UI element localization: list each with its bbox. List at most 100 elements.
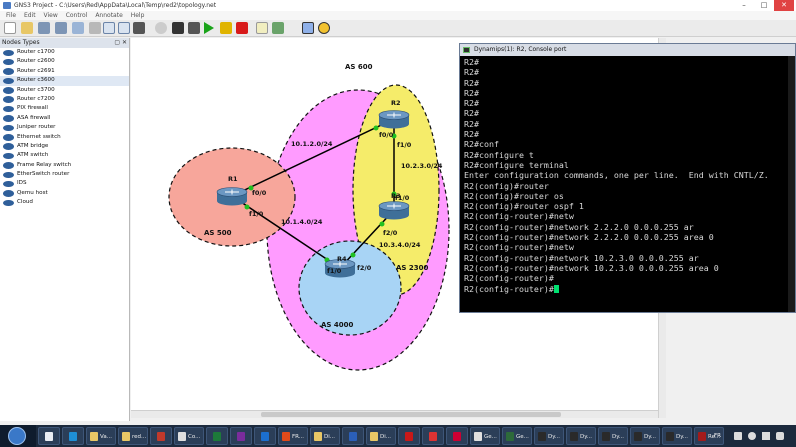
export-icon[interactable] bbox=[89, 22, 101, 34]
node-type-item[interactable]: ASA firewall bbox=[0, 114, 129, 123]
taskbar-app-button[interactable]: red... bbox=[118, 427, 148, 445]
taskbar-app-button[interactable]: Di... bbox=[366, 427, 396, 445]
taskbar-app-button[interactable]: Dy... bbox=[598, 427, 628, 445]
network-icon[interactable] bbox=[734, 432, 742, 440]
menu-edit[interactable]: Edit bbox=[23, 12, 36, 19]
console-scrollbar[interactable] bbox=[788, 56, 795, 312]
taskbar-app-button[interactable]: Co... bbox=[174, 427, 204, 445]
open-icon[interactable] bbox=[21, 22, 33, 34]
new-icon[interactable] bbox=[4, 22, 16, 34]
router-r2-icon[interactable] bbox=[378, 110, 410, 129]
history-icon[interactable] bbox=[155, 22, 167, 34]
node-type-item[interactable]: Router c2600 bbox=[0, 57, 129, 66]
taskbar-app-button[interactable]: Dy... bbox=[630, 427, 660, 445]
console-line: R2(config)#router os bbox=[464, 190, 564, 201]
scrollbar-thumb[interactable] bbox=[261, 412, 561, 417]
taskbar-app-button[interactable] bbox=[422, 427, 444, 445]
node-type-item[interactable]: Qemu host bbox=[0, 189, 129, 198]
node-type-item[interactable]: ATM switch bbox=[0, 151, 129, 160]
language-indicator[interactable]: FR bbox=[714, 433, 721, 439]
menu-control[interactable]: Control bbox=[65, 12, 88, 19]
taskbar-app-button[interactable] bbox=[150, 427, 172, 445]
taskbar-app-button[interactable] bbox=[206, 427, 228, 445]
minimize-button[interactable]: – bbox=[742, 1, 746, 9]
taskbar-app-label: Di... bbox=[324, 434, 336, 440]
dock-controls[interactable]: ▢ ✕ bbox=[114, 39, 127, 46]
taskbar-app-button[interactable]: Re... bbox=[694, 427, 724, 445]
canvas-horizontal-scrollbar[interactable] bbox=[131, 410, 658, 418]
taskbar-app-button[interactable]: Ge... bbox=[470, 427, 500, 445]
area-as4000[interactable] bbox=[298, 240, 402, 336]
link-status-dot bbox=[373, 125, 379, 131]
app-icon bbox=[570, 432, 578, 441]
snapshot-icon[interactable] bbox=[72, 22, 84, 34]
node-type-item[interactable]: IDS bbox=[0, 179, 129, 188]
taskbar-app-button[interactable] bbox=[38, 427, 60, 445]
flag-icon[interactable] bbox=[762, 432, 770, 440]
node-type-item[interactable]: Ethernet switch bbox=[0, 133, 129, 142]
node-type-item[interactable]: Frame Relay switch bbox=[0, 161, 129, 170]
node-type-item[interactable]: Juniper router bbox=[0, 123, 129, 132]
add-link-icon[interactable] bbox=[133, 22, 145, 34]
taskbar-app-button[interactable] bbox=[446, 427, 468, 445]
link-r3-r4[interactable] bbox=[339, 209, 395, 269]
node-type-item[interactable]: Router c2691 bbox=[0, 67, 129, 76]
note-icon[interactable] bbox=[256, 22, 268, 34]
taskbar-app-button[interactable]: Ge... bbox=[502, 427, 532, 445]
taskbar-app-button[interactable]: FR... bbox=[278, 427, 308, 445]
router-r4-icon[interactable] bbox=[324, 259, 356, 278]
taskbar-app-button[interactable] bbox=[62, 427, 84, 445]
stop-icon[interactable] bbox=[236, 22, 248, 34]
telnet-all-icon[interactable] bbox=[188, 22, 200, 34]
taskbar-app-button[interactable]: Dy... bbox=[662, 427, 692, 445]
taskbar-app-button[interactable] bbox=[254, 427, 276, 445]
close-button[interactable]: ✕ bbox=[774, 0, 794, 11]
menu-annotate[interactable]: Annotate bbox=[95, 12, 123, 19]
show-interfaces-icon[interactable] bbox=[118, 22, 130, 34]
taskbar-app-button[interactable] bbox=[342, 427, 364, 445]
taskbar-app-button[interactable] bbox=[230, 427, 252, 445]
show-names-icon[interactable] bbox=[103, 22, 115, 34]
clock-icon[interactable] bbox=[776, 432, 784, 440]
node-type-item[interactable]: Router c1700 bbox=[0, 48, 129, 57]
taskbar-app-button[interactable]: Va... bbox=[86, 427, 116, 445]
node-type-label: Cloud bbox=[17, 199, 33, 206]
save-icon[interactable] bbox=[38, 22, 50, 34]
ellipse-icon[interactable] bbox=[318, 22, 330, 34]
node-type-item[interactable]: ATM bridge bbox=[0, 142, 129, 151]
console-prompt-line[interactable]: R2(config-router)# bbox=[464, 284, 769, 294]
image-icon[interactable] bbox=[272, 22, 284, 34]
topology-svg[interactable]: AS 600 AS 2300 AS 500 AS 4000 R1 R2 R3 R… bbox=[131, 38, 666, 410]
gns3-app-icon bbox=[3, 2, 11, 9]
volume-icon[interactable] bbox=[748, 432, 756, 440]
node-type-item[interactable]: Router c3600 bbox=[0, 76, 129, 86]
console-icon[interactable] bbox=[172, 22, 184, 34]
start-icon[interactable] bbox=[204, 22, 214, 34]
link-r1-r4[interactable] bbox=[231, 195, 341, 269]
node-type-item[interactable]: PIX firewall bbox=[0, 104, 129, 113]
console-window[interactable]: Dynamips(1): R2, Console port R2#R2#R2#R… bbox=[459, 43, 796, 313]
save-as-icon[interactable] bbox=[55, 22, 67, 34]
taskbar-app-button[interactable]: Dy... bbox=[534, 427, 564, 445]
suspend-icon[interactable] bbox=[220, 22, 232, 34]
router-r1-icon[interactable] bbox=[216, 187, 248, 206]
menu-file[interactable]: File bbox=[6, 12, 17, 19]
node-type-item[interactable]: Cloud bbox=[0, 198, 129, 207]
start-button[interactable] bbox=[0, 425, 36, 447]
console-title-bar[interactable]: Dynamips(1): R2, Console port bbox=[460, 44, 795, 56]
menu-view[interactable]: View bbox=[43, 12, 58, 19]
node-type-item[interactable]: Router c7200 bbox=[0, 95, 129, 104]
taskbar-app-button[interactable]: Dy... bbox=[566, 427, 596, 445]
node-type-item[interactable]: Router c3700 bbox=[0, 86, 129, 95]
menu-help[interactable]: Help bbox=[130, 12, 145, 19]
router-r3-icon[interactable] bbox=[378, 201, 410, 220]
taskbar-app-button[interactable]: Di... bbox=[310, 427, 340, 445]
link-r1-r2[interactable] bbox=[231, 118, 395, 197]
console-line: R2(config-router)#network 10.2.3.0 0.0.0… bbox=[464, 262, 719, 273]
menu-bar: File Edit View Control Annotate Help bbox=[0, 11, 796, 20]
maximize-button[interactable]: □ bbox=[760, 1, 768, 9]
node-type-item[interactable]: EtherSwitch router bbox=[0, 170, 129, 179]
rectangle-icon[interactable] bbox=[302, 22, 314, 34]
taskbar-app-button[interactable] bbox=[398, 427, 420, 445]
